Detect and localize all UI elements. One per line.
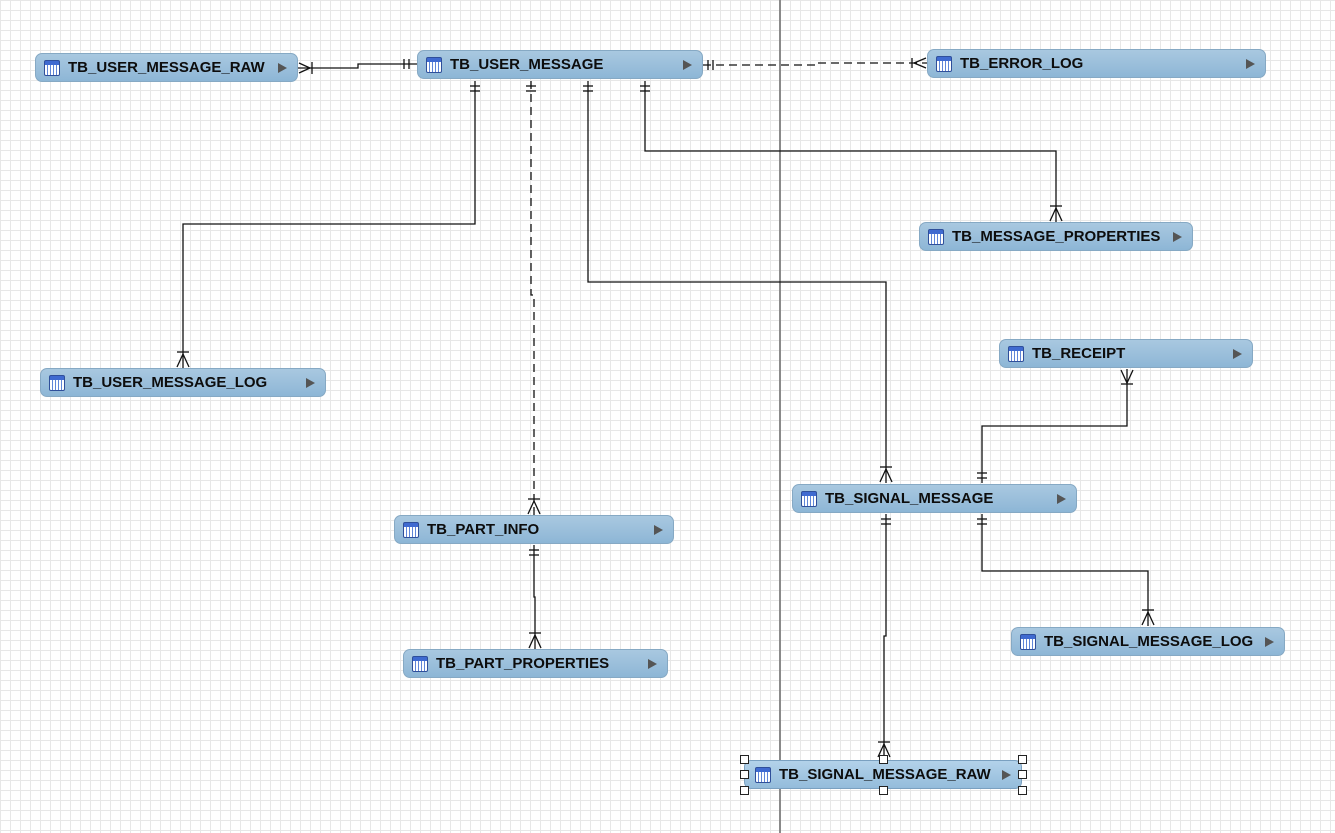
resize-handle-sw[interactable] bbox=[740, 786, 749, 795]
table-tb-user-message-log[interactable]: TB_USER_MESSAGE_LOG bbox=[40, 368, 326, 397]
expand-arrow-icon[interactable] bbox=[1246, 58, 1255, 69]
table-tb-part-properties[interactable]: TB_PART_PROPERTIES bbox=[403, 649, 668, 678]
table-icon bbox=[936, 55, 952, 72]
table-name: TB_MESSAGE_PROPERTIES bbox=[952, 228, 1161, 245]
expand-arrow-icon[interactable] bbox=[654, 524, 663, 535]
table-tb-signal-message-raw[interactable]: TB_SIGNAL_MESSAGE_RAW bbox=[744, 760, 1022, 789]
expand-arrow-icon[interactable] bbox=[648, 658, 657, 669]
rel-part-properties[interactable] bbox=[528, 545, 542, 649]
table-name: TB_SIGNAL_MESSAGE_LOG bbox=[1044, 633, 1254, 650]
table-tb-error-log[interactable]: TB_ERROR_LOG bbox=[927, 49, 1266, 78]
table-name: TB_USER_MESSAGE_LOG bbox=[73, 374, 268, 391]
table-icon bbox=[1008, 345, 1024, 362]
expand-arrow-icon[interactable] bbox=[683, 59, 692, 70]
rel-user-message-log[interactable] bbox=[176, 81, 480, 368]
rel-part-info[interactable] bbox=[526, 81, 541, 515]
expand-arrow-icon[interactable] bbox=[306, 377, 315, 388]
table-name: TB_USER_MESSAGE_RAW bbox=[68, 59, 265, 76]
expand-arrow-icon[interactable] bbox=[278, 62, 287, 73]
table-name: TB_RECEIPT bbox=[1032, 345, 1126, 362]
table-icon bbox=[928, 228, 944, 245]
resize-handle-n[interactable] bbox=[879, 755, 888, 764]
table-icon bbox=[403, 521, 419, 538]
table-icon bbox=[1020, 633, 1036, 650]
table-tb-message-properties[interactable]: TB_MESSAGE_PROPERTIES bbox=[919, 222, 1193, 251]
table-tb-signal-message[interactable]: TB_SIGNAL_MESSAGE bbox=[792, 484, 1077, 513]
table-tb-receipt[interactable]: TB_RECEIPT bbox=[999, 339, 1253, 368]
table-name: TB_SIGNAL_MESSAGE bbox=[825, 490, 994, 507]
table-tb-user-message[interactable]: TB_USER_MESSAGE bbox=[417, 50, 703, 79]
table-tb-signal-message-log[interactable]: TB_SIGNAL_MESSAGE_LOG bbox=[1011, 627, 1285, 656]
table-tb-part-info[interactable]: TB_PART_INFO bbox=[394, 515, 674, 544]
rel-user-message-raw[interactable] bbox=[298, 59, 417, 74]
rel-receipt[interactable] bbox=[977, 369, 1134, 483]
table-name: TB_ERROR_LOG bbox=[960, 55, 1084, 72]
rel-message-properties[interactable] bbox=[640, 81, 1063, 222]
resize-handle-se[interactable] bbox=[1018, 786, 1027, 795]
table-name: TB_SIGNAL_MESSAGE_RAW bbox=[779, 766, 991, 783]
table-name: TB_PART_PROPERTIES bbox=[436, 655, 610, 672]
table-icon bbox=[801, 490, 817, 507]
expand-arrow-icon[interactable] bbox=[1173, 231, 1182, 242]
table-name: TB_USER_MESSAGE bbox=[450, 56, 604, 73]
rel-signal-message-raw[interactable] bbox=[877, 514, 891, 759]
resize-handle-nw[interactable] bbox=[740, 755, 749, 764]
expand-arrow-icon[interactable] bbox=[1002, 769, 1011, 780]
expand-arrow-icon[interactable] bbox=[1265, 636, 1274, 647]
table-icon bbox=[49, 374, 65, 391]
resize-handle-e[interactable] bbox=[1018, 770, 1027, 779]
rel-error-log[interactable] bbox=[703, 57, 927, 70]
table-tb-user-message-raw[interactable]: TB_USER_MESSAGE_RAW bbox=[35, 53, 298, 82]
table-icon bbox=[44, 59, 60, 76]
rel-signal-message[interactable] bbox=[583, 81, 893, 483]
rel-signal-message-log[interactable] bbox=[977, 514, 1155, 626]
table-icon bbox=[426, 56, 442, 73]
expand-arrow-icon[interactable] bbox=[1233, 348, 1242, 359]
resize-handle-ne[interactable] bbox=[1018, 755, 1027, 764]
resize-handle-w[interactable] bbox=[740, 770, 749, 779]
expand-arrow-icon[interactable] bbox=[1057, 493, 1066, 504]
table-icon bbox=[412, 655, 428, 672]
resize-handle-s[interactable] bbox=[879, 786, 888, 795]
table-icon bbox=[755, 766, 771, 783]
table-name: TB_PART_INFO bbox=[427, 521, 540, 538]
